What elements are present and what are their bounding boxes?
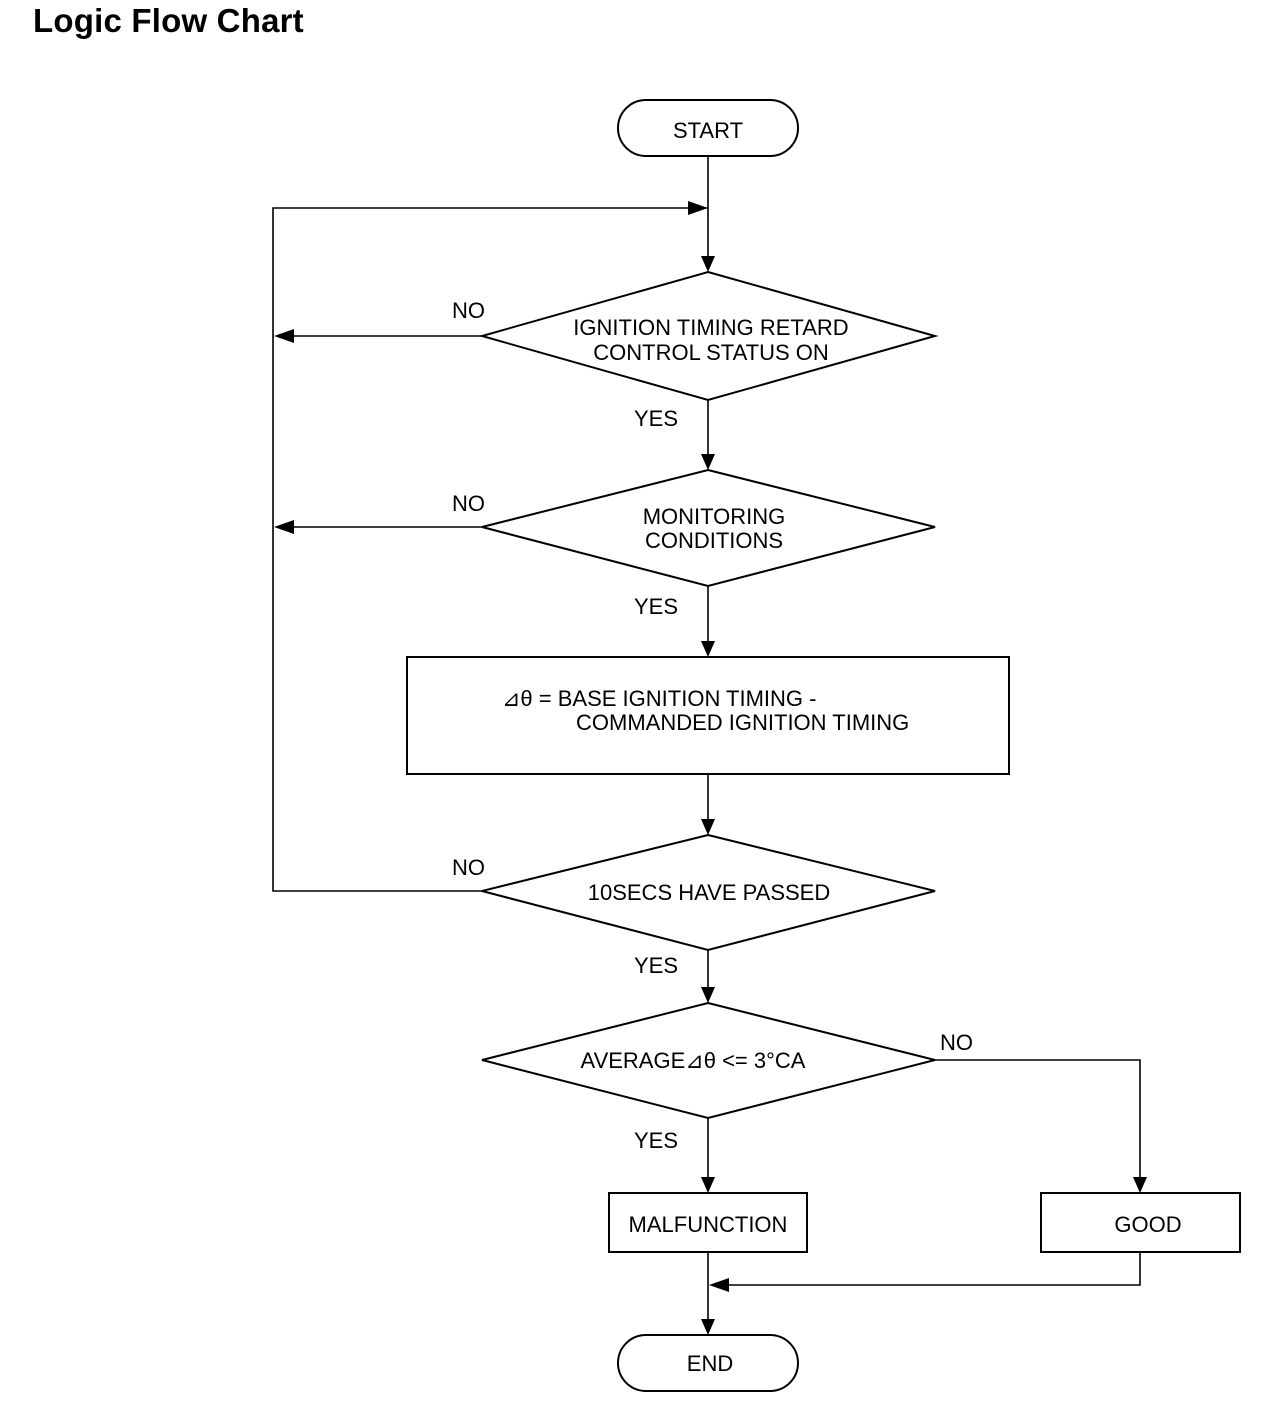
malfunction-box: MALFUNCTION — [608, 1192, 808, 1253]
edge-label-no: NO — [452, 298, 485, 323]
edge-label-no: NO — [452, 855, 485, 880]
decision-average-label: AVERAGE⊿θ <= 3°CA — [581, 1048, 806, 1073]
arrowhead-down — [701, 256, 715, 272]
edge-label-yes: YES — [634, 594, 678, 619]
arrowhead-down — [701, 1319, 715, 1335]
arrowhead-left — [274, 520, 294, 534]
arrowheads — [274, 201, 1147, 1335]
edge-label-no: NO — [940, 1030, 973, 1055]
start-label: START — [673, 118, 743, 143]
decision-retard-label-line1: IGNITION TIMING RETARD — [573, 315, 848, 340]
arrowhead-down — [701, 819, 715, 835]
malfunction-label: MALFUNCTION — [629, 1212, 788, 1237]
delta-theta-symbol: ⊿θ — [685, 1048, 716, 1073]
process-delta-theta: ⊿θ = BASE IGNITION TIMING - COMMANDED IG… — [406, 656, 1010, 775]
process-label-line1: ⊿θ = BASE IGNITION TIMING - — [502, 686, 816, 711]
decision-average-suffix: <= 3°CA — [716, 1048, 806, 1073]
edge-label-yes: YES — [634, 1128, 678, 1153]
good-box: GOOD — [1040, 1192, 1241, 1253]
arrowhead-down — [701, 641, 715, 657]
arrowhead-right — [688, 201, 708, 215]
delta-theta-symbol: ⊿θ — [502, 686, 533, 711]
end-label: END — [687, 1351, 733, 1376]
edge-label-yes: YES — [634, 953, 678, 978]
edge-average-no — [935, 1059, 1141, 1182]
edge-good-to-end — [728, 1252, 1141, 1286]
decision-10secs-passed: 10SECS HAVE PASSED — [481, 833, 936, 952]
page-title: Logic Flow Chart — [33, 2, 304, 39]
arrowhead-down — [701, 987, 715, 1003]
decision-monitoring-label-line2: CONDITIONS — [645, 528, 783, 553]
arrowhead-left — [709, 1278, 729, 1292]
decision-monitoring-label-line1: MONITORING — [643, 504, 786, 529]
decision-timer-label: 10SECS HAVE PASSED — [588, 880, 831, 905]
arrowhead-left — [274, 329, 294, 343]
arrowhead-down — [1133, 1177, 1147, 1193]
decision-average-delta-theta: AVERAGE⊿θ <= 3°CA — [481, 1001, 936, 1120]
edge-label-yes: YES — [634, 406, 678, 431]
edge-labels: NO YES NO YES NO YES NO YES — [452, 298, 973, 1153]
arrowhead-down — [701, 454, 715, 470]
decision-ignition-timing-retard: IGNITION TIMING RETARD CONTROL STATUS ON — [478, 270, 939, 402]
arrowhead-down — [701, 1177, 715, 1193]
decision-monitoring-conditions: MONITORING CONDITIONS — [481, 468, 936, 588]
end-terminal: END — [617, 1334, 799, 1392]
decision-retard-label-line2: CONTROL STATUS ON — [593, 340, 829, 365]
edge-loop-back — [272, 207, 688, 892]
decision-average-prefix: AVERAGE — [581, 1048, 686, 1073]
edge-label-no: NO — [452, 491, 485, 516]
process-label-line2: COMMANDED IGNITION TIMING — [576, 710, 909, 735]
start-terminal: START — [617, 99, 799, 157]
process-label-line1-text: = BASE IGNITION TIMING - — [533, 686, 817, 711]
good-label: GOOD — [1114, 1212, 1181, 1237]
